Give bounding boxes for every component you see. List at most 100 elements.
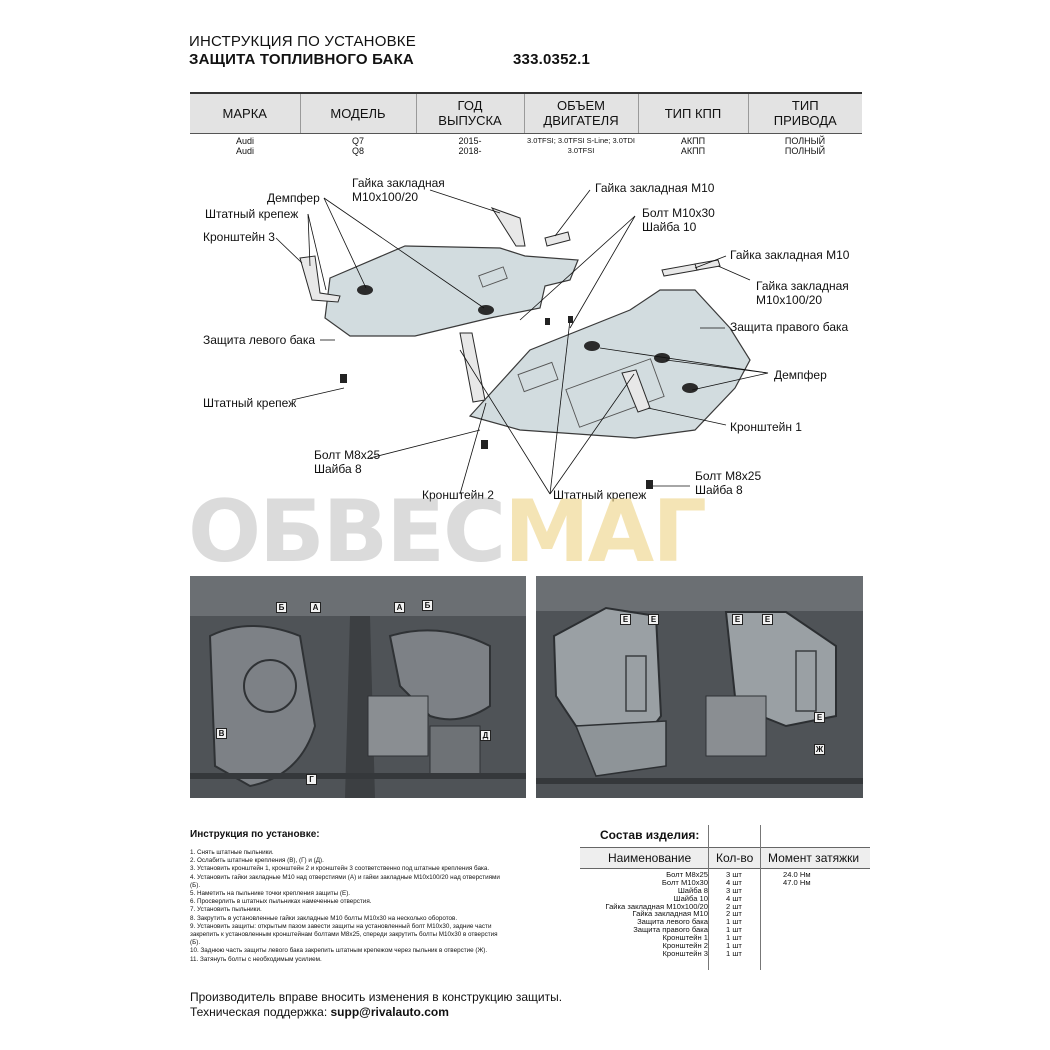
bracket2-shape [459,332,486,403]
composition-row: Кронштейн 1 1 шт [580,934,870,942]
spec-header-gearbox: ТИП КПП [637,92,748,134]
spec-cell-year: 2015-2018- [458,135,482,156]
instruction-step: (Б). [190,939,201,947]
instructions-title: Инструкция по установке: [190,829,320,840]
support-email[interactable]: supp@rivalauto.com [330,1005,449,1019]
composition-row: Защита левого бака 1 шт [580,918,870,926]
label-damper-right: Демпфер [774,368,827,382]
composition-header-torque: Момент затяжки [768,851,860,865]
label-bracket1: Кронштейн 1 [730,420,802,434]
instruction-step: 10. Заднюю часть защиты левого бака закр… [190,947,488,955]
marker-e: Е [762,614,773,625]
instruction-step: 6. Просверлить в штатных пыльниках намеч… [190,898,372,906]
composition-item-qty: 4 шт [726,893,742,903]
composition-row: Гайка закладная M10 2 шт [580,910,870,918]
spec-header-brand: МАРКА [190,92,300,134]
photo-underbody-after: Е Е Е Е Е Ж [536,576,863,798]
install-instructions: Инструкция по установке: 1. Снять штатны… [190,825,582,965]
composition-item-qty: 3 шт [726,885,742,895]
composition-item-name: Гайка закладная M10x100/20 [605,901,708,911]
footer-disclaimer: Производитель вправе вносить изменения в… [190,990,563,1004]
composition-item-qty: 3 шт [726,870,742,879]
instruction-step: закрепить к установленным кронштейнам бо… [190,931,498,939]
composition-item-torque: 24.0 Нм [783,870,811,879]
composition-item-name: Кронштейн 1 [662,933,708,943]
marker-d: Д [480,730,491,741]
marker-b: Б [422,600,433,611]
label-nut-m10-top: Гайка закладная M10 [595,181,715,195]
instructions-list: 1. Снять штатные пыльники.2. Ослабить шт… [190,849,582,964]
underbody-photo-right [536,576,863,798]
marker-g: Г [306,774,317,785]
label-stock-mount-top: Штатный крепеж [205,207,299,221]
instruction-step: 4. Установить гайки закладные M10 над от… [190,873,500,881]
instruction-step: 8. Закрутить в установленные гайки закла… [190,914,458,922]
instruction-step: 11. Затянуть болты с необходимым усилием… [190,955,322,963]
composition-row: Гайка закладная M10x100/20 2 шт [580,901,870,911]
marker-a: А [394,602,405,613]
marker-e: Е [732,614,743,625]
instruction-step: (Б). [190,881,201,889]
diagram-drawing [275,189,769,495]
composition-item-qty: 2 шт [726,901,742,911]
composition-item-qty: 1 шт [726,933,742,943]
doc-title-line1: ИНСТРУКЦИЯ ПО УСТАНОВКЕ [189,33,416,50]
composition-item-name: Защита левого бака [637,917,708,927]
instruction-step: 2. Ослабить штатные крепления (В), (Г) и… [190,857,324,865]
composition-header-name: Наименование [608,851,692,865]
label-bracket2: Кронштейн 2 [422,488,494,502]
composition-item-name: Шайба 10 [673,893,708,903]
marker-zh: Ж [814,744,825,755]
composition-item-torque: 47.0 Нм [783,877,811,887]
composition-item-qty: 1 шт [726,925,742,935]
label-nut-m10-right: Гайка закладная M10 [730,248,850,262]
composition-item-name: Защита правого бака [633,925,708,935]
marker-e: Е [814,712,825,723]
composition-item-name: Болт M8x25 [666,870,708,879]
nut-shape-3 [661,263,699,277]
bracket3-shape [299,255,341,303]
watermark-part2: МАГ [504,482,707,582]
photo-underbody-before: Б А А Б В Г Д [190,576,526,798]
fasteners [340,316,653,489]
composition-row: Защита правого бака 1 шт [580,926,870,934]
composition-item-name: Кронштейн 2 [662,941,708,951]
label-left-tank-guard: Защита левого бака [203,333,316,347]
instruction-step: 5. Наметить на пыльнике точки крепления … [190,890,351,898]
composition-item-qty: 2 шт [726,909,742,919]
composition-row: Шайба 10 4 шт [580,893,870,903]
composition-item-name: Кронштейн 3 [662,948,708,958]
instruction-step: 7. Установить пыльники. [190,906,262,914]
instruction-step: 9. Установить защиты: открытым пазом зав… [190,922,492,930]
label-damper-left: Демпфер [267,191,320,205]
support-label: Техническая поддержка: [190,1005,328,1019]
spec-header-model: МОДЕЛЬ [299,92,416,134]
composition-row: Болт M8x25 3 шт 24.0 Нм [580,871,870,879]
divider [708,825,709,970]
composition-item-name: Болт M10x30 [661,877,708,887]
marker-a: А [310,602,321,613]
watermark: ОБВЕСМАГ [188,482,878,582]
label-stock-mount-bottom: Штатный крепеж [553,488,647,502]
composition-item-qty: 1 шт [726,917,742,927]
composition-item-name: Гайка закладная M10 [632,909,708,919]
label-right-tank-guard: Защита правого бака [730,320,849,334]
marker-b: Б [276,602,287,613]
composition-title: Состав изделия: [600,828,700,842]
